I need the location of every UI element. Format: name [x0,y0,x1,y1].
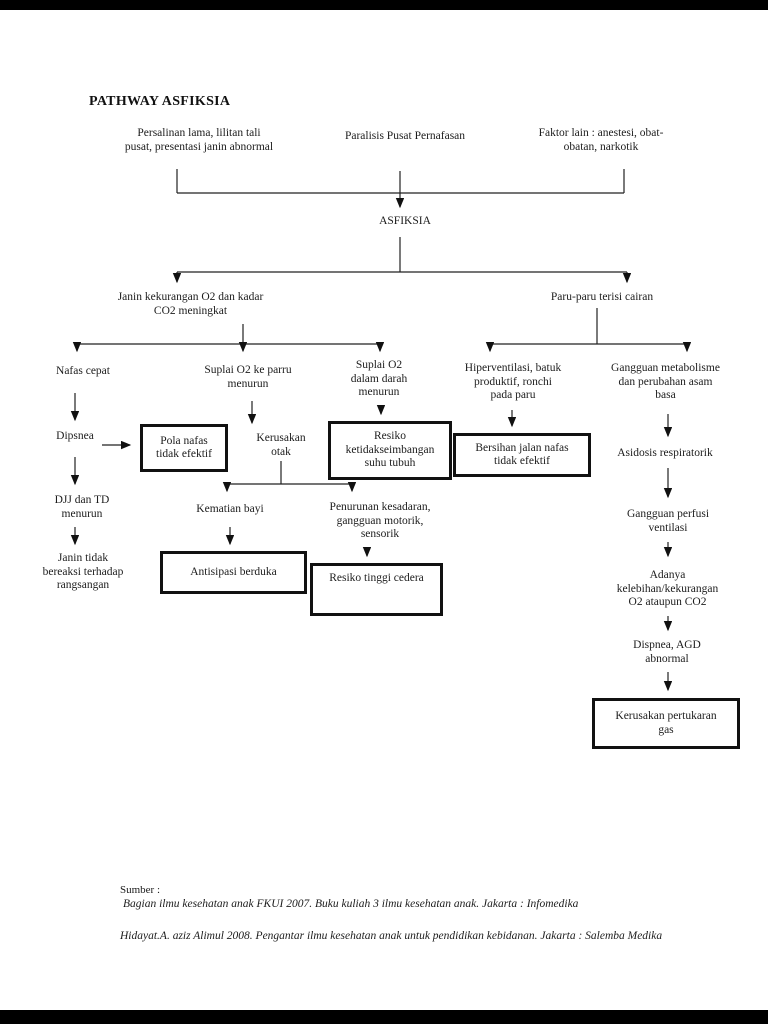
box-pola-nafas-tidak-efektif: Pola nafas tidak efektif [140,424,228,472]
box-bersihan-jalan-nafas: Bersihan jalan nafas tidak efektif [453,433,591,477]
document-page: PATHWAY ASFIKSIA Persalinan lama, lilita… [0,10,768,1010]
node-asidosis-respiratorik: Asidosis respiratorik [617,447,713,459]
node-hiperventilasi: Hiperventilasi, batuk produktif, ronchi … [464,362,562,401]
source-line-2: Hidayat.A. aziz Alimul 2008. Pengantar i… [120,930,663,942]
source-line-1: Bagian ilmu kesehatan anak FKUI 2007. Bu… [123,898,579,910]
node-suplai-o2-darah: Suplai O2 dalam darah menurun [350,359,408,398]
node-janin-kekurangan-o2: Janin kekurangan O2 dan kadar CO2 mening… [117,291,264,317]
node-dipsnea: Dipsnea [56,430,94,442]
source-heading: Sumber : [120,884,161,896]
node-penurunan-kesadaran: Penurunan kesadaran, gangguan motorik, s… [329,501,431,540]
flowchart-connectors [70,169,692,692]
page-title: PATHWAY ASFIKSIA [89,94,231,109]
node-paralisis-pusat: Paralisis Pusat Pernafasan [344,130,466,142]
node-asfiksia: ASFIKSIA [379,215,431,227]
node-dispnea-agd: Dispnea, AGD abnormal [633,639,701,665]
node-faktor-lain: Faktor lain : anestesi, obat- obatan, na… [538,127,664,153]
box-resiko-ketidakseimbangan-suhu: Resiko ketidakseimbangan suhu tubuh [328,421,452,480]
node-adanya-kelebihan-kekurangan: Adanya kelebihan/kekurangan O2 ataupun C… [616,569,719,608]
box-antisipasi-berduka: Antisipasi berduka [160,551,307,594]
node-persalinan-lama: Persalinan lama, lilitan tali pusat, pre… [124,127,274,153]
node-nafas-cepat: Nafas cepat [56,365,110,377]
node-paru-terisi-cairan: Paru-paru terisi cairan [550,291,654,303]
node-gangguan-metabolisme: Gangguan metabolisme dan perubahan asam … [611,362,720,401]
box-kerusakan-pertukaran-gas: Kerusakan pertukaran gas [592,698,740,749]
node-djj-td-menurun: DJJ dan TD menurun [54,494,110,520]
box-resiko-tinggi-cedera: Resiko tinggi cedera [310,563,443,616]
node-kematian-bayi: Kematian bayi [196,503,264,515]
node-janin-tidak-bereaksi: Janin tidak bereaksi terhadap rangsangan [42,552,124,591]
node-gangguan-perfusi: Gangguan perfusi ventilasi [626,508,710,534]
node-suplai-o2-paru: Suplai O2 ke parru menurun [204,364,292,390]
node-kerusakan-otak: Kerusakan otak [256,432,306,458]
